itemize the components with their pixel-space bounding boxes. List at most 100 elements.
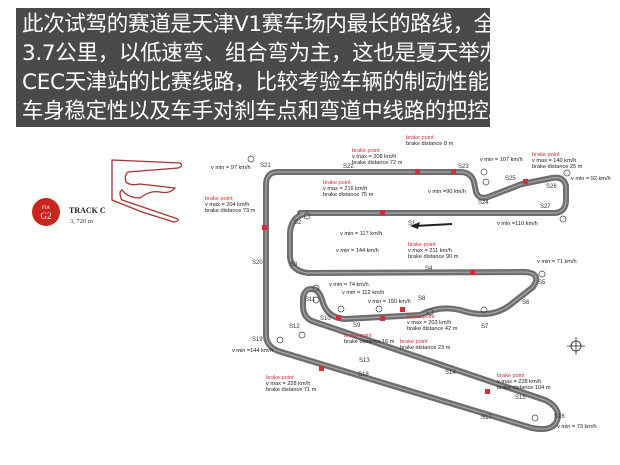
annotation-line: brake distance 16 m bbox=[344, 339, 395, 345]
section-label: S4 bbox=[425, 266, 433, 272]
section-label: S6 bbox=[522, 300, 530, 306]
caption-line: CEC天津站的比赛线路，比较考验车辆的制动性能、 bbox=[22, 70, 510, 95]
section-label: S10 bbox=[320, 316, 331, 322]
brake-marker bbox=[319, 366, 324, 371]
brake-point-label: brake point bbox=[344, 333, 372, 339]
annotation-line: v min = 150 km/h bbox=[368, 299, 411, 305]
brake-point-label: brake point bbox=[406, 135, 434, 141]
section-label: S16 bbox=[554, 414, 565, 420]
section-label: S1 bbox=[408, 221, 416, 227]
section-label: S12 bbox=[289, 324, 300, 330]
annotation-line: brake distance 25 m bbox=[532, 164, 583, 170]
brake-marker bbox=[415, 169, 420, 174]
annotation: v min = 97 km/h bbox=[211, 165, 251, 171]
section-label: S13 bbox=[359, 358, 370, 364]
brake-point-label: brake point bbox=[205, 196, 233, 202]
section-label: S18 bbox=[358, 372, 369, 378]
annotation: v min = 107 km/h bbox=[480, 157, 523, 163]
section-labels: S1S2S3S4S5S6S7S8S9S10S11S12S13S14S15S16S… bbox=[252, 163, 565, 421]
section-label: S11 bbox=[305, 297, 316, 303]
brake-marker bbox=[262, 225, 267, 230]
brake-marker bbox=[380, 210, 385, 215]
caption-line: 车身稳定性以及车手对刹车点和弯道中线路的把控。 bbox=[22, 99, 510, 124]
section-label: S7 bbox=[481, 324, 489, 330]
track-thumbnail bbox=[111, 159, 183, 223]
corner-markers bbox=[247, 155, 571, 422]
annotation: v min =144 km/h bbox=[232, 348, 273, 354]
direction-arrow-icon bbox=[414, 223, 453, 227]
annotation-line: brake distance 42 m bbox=[407, 326, 458, 332]
annotation-line: brake distance 73 m bbox=[205, 208, 256, 214]
section-label: S17 bbox=[481, 415, 492, 421]
annotation-line: v max = 211 km/h bbox=[408, 248, 452, 254]
annotation-line: v max = 204 km/h bbox=[205, 202, 249, 208]
annotation-line: v max = 203 km/h bbox=[407, 320, 451, 326]
section-label: S22 bbox=[343, 164, 354, 170]
brake-point-label: brake point bbox=[497, 373, 525, 379]
annotation-line: v min = 92 km/h bbox=[571, 176, 611, 182]
annotation-line: v min = 97 km/h bbox=[211, 165, 251, 171]
brake-point-label: brake point bbox=[407, 314, 435, 320]
annotation-line: v min = 112 km/h bbox=[342, 290, 384, 296]
annotation-line: brake distance 8 m bbox=[406, 141, 454, 147]
annotation-line: v min =110 km/h bbox=[497, 221, 538, 227]
section-label: S26 bbox=[546, 184, 557, 190]
brake-marker bbox=[380, 316, 385, 321]
brake-marker bbox=[336, 315, 341, 320]
annotation-line: v min =90 km/h bbox=[428, 189, 466, 195]
annotation-line: v min = 144 km/h bbox=[336, 248, 379, 254]
section-label: S14 bbox=[445, 370, 456, 376]
section-label: S9 bbox=[353, 323, 361, 329]
brake-marker bbox=[400, 307, 405, 312]
annotation-line: v min = 107 km/h bbox=[480, 157, 523, 163]
annotation: v min = 117 km/h bbox=[340, 231, 382, 237]
track-centerline bbox=[265, 171, 567, 430]
section-label: S2 bbox=[294, 220, 302, 226]
brake-marker bbox=[470, 270, 475, 275]
caption-box: 此次试驾的赛道是天津V1赛车场内最长的路线，全程约 3.7公里，以低速弯、组合弯… bbox=[16, 8, 538, 127]
annotation-line: v min =144 km/h bbox=[232, 348, 273, 354]
annotation-line: brake distance 71 m bbox=[266, 387, 317, 393]
brake-point-label: brake point bbox=[266, 375, 294, 381]
annotation-line: brake distance 75 m bbox=[323, 192, 374, 198]
caption-line: 此次试驾的赛道是天津V1赛车场内最长的路线，全程约 bbox=[22, 12, 538, 37]
annotation: v min = 71 km/h bbox=[537, 259, 577, 265]
annotation-line: v max = 140 km/h bbox=[532, 158, 576, 164]
annotation: v min = 74 km/h bbox=[329, 282, 369, 288]
annotation: v min =110 km/h bbox=[497, 221, 538, 227]
section-label: S5 bbox=[538, 280, 546, 286]
section-label: S8 bbox=[418, 296, 426, 302]
annotation-line: brake distance 104 m bbox=[497, 385, 551, 391]
section-label: S25 bbox=[505, 176, 516, 182]
annotation-line: v min = 117 km/h bbox=[340, 231, 382, 237]
brake-marker bbox=[523, 179, 528, 184]
annotation-line: v max = 228 km/h bbox=[266, 381, 310, 387]
brake-marker bbox=[451, 169, 456, 174]
brake-marker bbox=[485, 389, 490, 394]
annotation-line: brake distance 23 m bbox=[400, 345, 451, 351]
annotation-line: v min = 74 km/h bbox=[329, 282, 369, 288]
brake-point-label: brake point bbox=[532, 152, 560, 158]
annotation: v min = 150 km/h bbox=[368, 299, 411, 305]
section-label: S24 bbox=[478, 200, 489, 206]
section-label: S15 bbox=[515, 395, 526, 401]
annotation-line: v min = 73 km/h bbox=[557, 424, 597, 430]
section-label: S23 bbox=[458, 164, 469, 170]
annotation-line: brake distance 72 m bbox=[352, 160, 403, 166]
annotation: v min = 112 km/h bbox=[342, 290, 384, 296]
annotation-line: v max = 228 km/h bbox=[497, 379, 541, 385]
track-length: 3, 720 m bbox=[70, 218, 93, 225]
direction-arrowhead-icon bbox=[410, 222, 420, 229]
brake-point-label: brake point bbox=[400, 339, 428, 345]
